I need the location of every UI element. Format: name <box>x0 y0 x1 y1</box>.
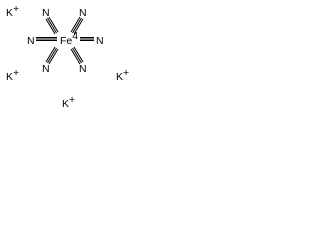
iron-center: Fe4 <box>60 30 78 47</box>
triple-bond-right <box>80 37 94 41</box>
ligand-n-right: N <box>96 35 104 47</box>
ligand-n-top-left: N <box>42 7 50 19</box>
potassium-ion-bottom: K+ <box>62 94 75 110</box>
potassium-ion-middle-right: K+ <box>116 67 129 83</box>
ligand-n-bottom-right: N <box>79 63 87 75</box>
ligand-n-left: N <box>27 35 35 47</box>
triple-bond-bottom-right <box>70 46 84 65</box>
potassium-ion-top-left: K+ <box>6 3 19 19</box>
potassium-ferrocyanide-structure: K+ K+ K+ K+ Fe4 N N N N N N <box>6 3 129 110</box>
ligand-n-bottom-left: N <box>42 63 50 75</box>
triple-bond-left <box>36 37 57 41</box>
potassium-ion-middle-left: K+ <box>6 67 19 83</box>
triple-bond-bottom-left <box>45 46 59 65</box>
triple-bond-top-right <box>70 16 84 35</box>
triple-bond-top-left <box>45 16 59 35</box>
ligand-n-top-right: N <box>79 7 87 19</box>
